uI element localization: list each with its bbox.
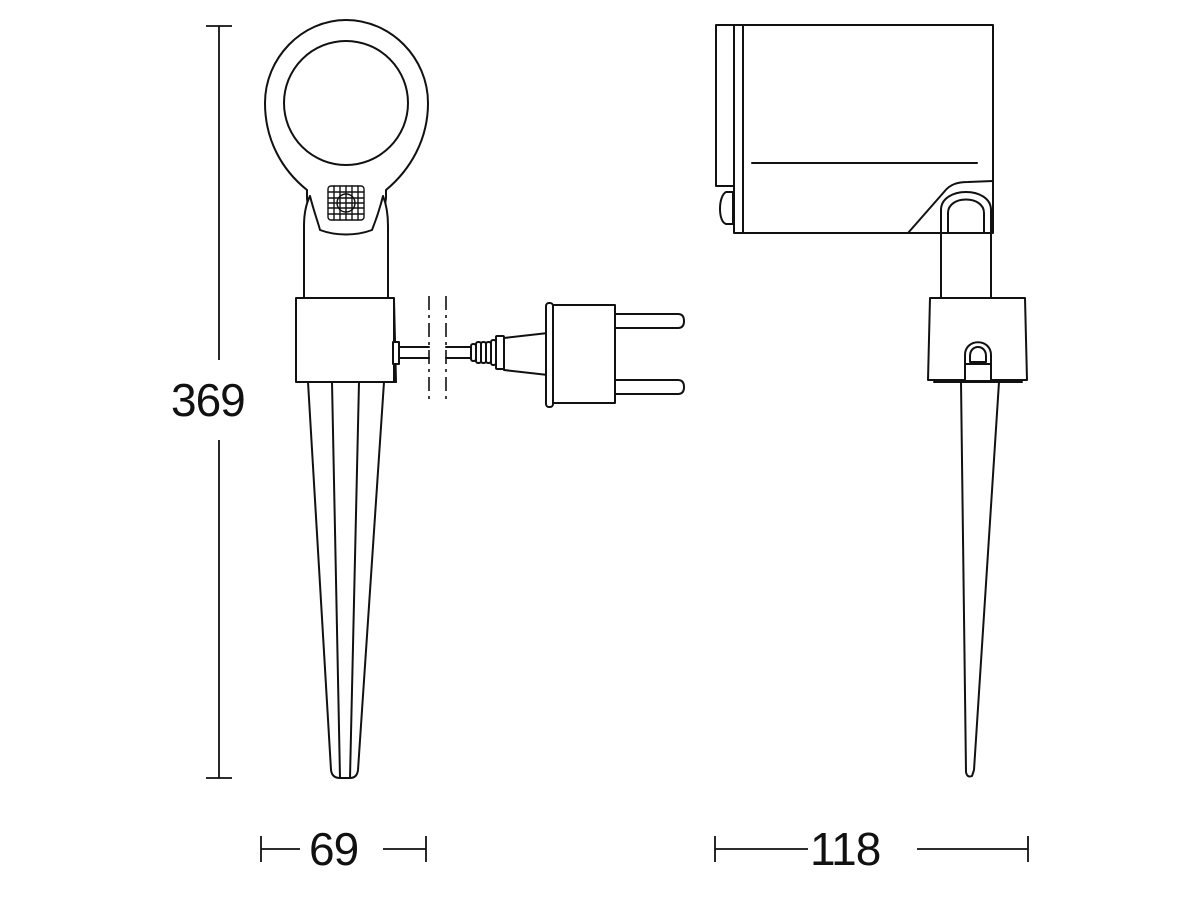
power-plug: [503, 302, 685, 408]
side-width-dimension-label: 118: [810, 823, 881, 875]
side-collar: [927, 297, 1028, 381]
front-width-dimension-line: [260, 836, 427, 862]
front-collar: [295, 297, 395, 383]
lens-circle: [283, 40, 409, 166]
motion-sensor-icon: [327, 185, 365, 221]
height-dimension-line: [206, 25, 232, 779]
front-view: [264, 19, 685, 779]
strain-relief: [470, 335, 505, 370]
height-dimension-label: 369: [171, 374, 246, 426]
side-width-dimension-line: [714, 836, 1029, 862]
adjust-knob: [719, 191, 734, 225]
lamp-housing: [733, 24, 994, 234]
side-spike: [960, 381, 1000, 778]
side-view: [715, 24, 1028, 778]
rear-plate: [715, 24, 735, 187]
front-width-dimension-label: 69: [309, 823, 359, 875]
front-spike: [307, 381, 385, 779]
lock-loop: [964, 341, 992, 382]
